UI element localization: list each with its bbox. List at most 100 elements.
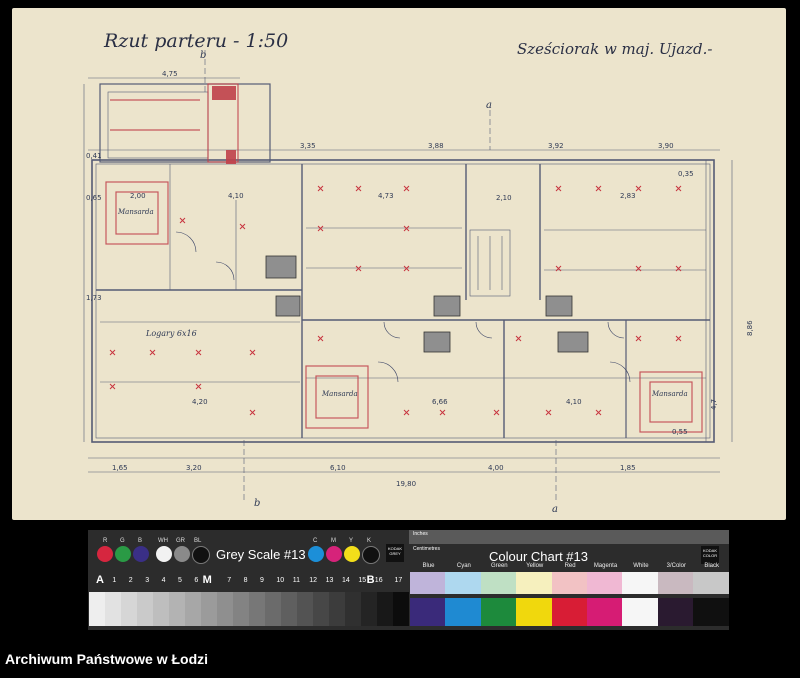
dim-right-2: 4,7: [710, 399, 718, 410]
grey-patch: [345, 592, 362, 626]
swatch-dark: [445, 598, 482, 626]
label-c: C: [313, 538, 318, 544]
grey-patch: [361, 592, 378, 626]
swatch-label: White: [633, 563, 649, 569]
grey-scale-number-15: 15: [358, 577, 367, 584]
black-dot: [192, 546, 210, 564]
swatch-dark: [480, 598, 517, 626]
colour-chart-title: Colour Chart #13: [489, 549, 588, 564]
dim-right-height: 8,86: [746, 320, 754, 336]
dim-bottom-4: 1,85: [620, 464, 636, 472]
swatch-light: [693, 572, 730, 594]
room-label-mansarda-3: Mansarda: [651, 390, 688, 398]
plan-title: Rzut parteru - 1:50: [104, 30, 289, 52]
room-dim-2: 4,73: [378, 192, 394, 200]
room-dim-8: 0,55: [672, 428, 688, 436]
swatch-label: Magenta: [593, 563, 618, 569]
grey-scale-letter-m: M: [202, 574, 212, 586]
swatch-light: [551, 572, 588, 594]
ruler: Inches: [409, 530, 729, 544]
dim-top-0: 4,75: [162, 70, 178, 78]
label-bl: BL: [194, 538, 202, 544]
room-dim-3: 2,10: [496, 194, 512, 202]
floor-plan-drawing: 4,75 3,35 3,88 3,92 3,90 1,65 3,20 6,10 …: [83, 50, 754, 515]
dim-top-2: 3,88: [428, 142, 444, 150]
swatch-dark: [693, 598, 730, 626]
swatch-dark: [516, 598, 553, 626]
grey-scale-number-11: 11: [292, 577, 301, 584]
swatch-light: [622, 572, 659, 594]
grey-patch: [201, 592, 218, 626]
grey-scale-letter-b: B: [366, 574, 375, 586]
grey-scale-number-8: 8: [243, 577, 248, 584]
dim-top-3: 3,92: [548, 142, 564, 150]
blueprint-sheet: Rzut parteru - 1:50 Sześciorak w maj. Uj…: [12, 8, 786, 520]
grey-scale-number-7: 7: [227, 577, 232, 584]
label-g: G: [120, 538, 125, 544]
grey-patch: [217, 592, 234, 626]
archive-footer: Archiwum Państwowe w Łodzi: [5, 651, 209, 667]
label-k: K: [367, 538, 372, 544]
dim-bottom-0: 1,65: [112, 464, 128, 472]
cyan-dot: [308, 546, 324, 562]
grey-scale-number-17: 17: [394, 577, 403, 584]
grey-patch: [233, 592, 250, 626]
kodak-colour-logo: KODAK COLOR: [701, 546, 719, 564]
grey-patch: [329, 592, 346, 626]
swatch-dark: [657, 598, 694, 626]
room-dim-7: 4,10: [566, 398, 582, 406]
grey-scale-title: Grey Scale #13: [216, 547, 306, 562]
grey-scale-number-16: 16: [374, 577, 383, 584]
dim-total-width: 19,80: [396, 480, 416, 488]
grey-scale-number-1: 1: [112, 577, 117, 584]
swatch-dark: [410, 598, 446, 626]
grey-patch: [153, 592, 170, 626]
green-dot: [115, 546, 131, 562]
grey-patch: [313, 592, 330, 626]
blue-dot: [133, 546, 149, 562]
swatch-label: 3/Color: [666, 563, 686, 569]
swatch-light: [516, 572, 553, 594]
dim-bottom-2: 6,10: [330, 464, 346, 472]
dim-bottom-1: 3,20: [186, 464, 202, 472]
grey-patch: [105, 592, 122, 626]
label-wh: WH: [158, 538, 168, 544]
grey-patch: [137, 592, 154, 626]
label-r: R: [103, 538, 108, 544]
section-mark-a-top: a: [486, 100, 492, 111]
swatch-light: [480, 572, 517, 594]
ruler-inches-label: Inches: [413, 531, 428, 537]
dim-left-1: 0,65: [86, 194, 102, 202]
room-label-mansarda-2: Mansarda: [321, 390, 358, 398]
grey-patch: [393, 592, 410, 626]
swatch-light: [657, 572, 694, 594]
magenta-dot: [326, 546, 342, 562]
room-dim-5: 4,20: [192, 398, 208, 406]
swatch-light: [410, 572, 446, 594]
column-markers: [212, 86, 236, 164]
grey-scale-number-4: 4: [161, 577, 166, 584]
swatch-light: [587, 572, 623, 594]
dim-bottom-3: 4,00: [488, 464, 504, 472]
red-dot: [97, 546, 113, 562]
dim-left-2: 1,73: [86, 294, 102, 302]
grey-patch: [281, 592, 298, 626]
white-dot: [156, 546, 172, 562]
grey-dot: [174, 546, 190, 562]
key-dot: [362, 546, 380, 564]
beam-markers: [109, 185, 682, 416]
swatch-label: Blue: [422, 563, 435, 569]
grey-patch: [249, 592, 266, 626]
room-dim-4: 2,83: [620, 192, 636, 200]
section-mark-a-bottom: a: [552, 504, 558, 515]
grey-scale-number-14: 14: [342, 577, 350, 584]
dim-left-0: 0,41: [86, 152, 102, 160]
grey-patch: [297, 592, 314, 626]
grey-scale-number-3: 3: [145, 577, 150, 584]
grey-scale-number-6: 6: [194, 577, 199, 584]
grey-scale-number-12: 12: [309, 577, 317, 584]
section-mark-b-top: b: [200, 50, 206, 61]
swatch-dark: [622, 598, 659, 626]
swatch-light: [445, 572, 482, 594]
swatch-dark: [587, 598, 623, 626]
